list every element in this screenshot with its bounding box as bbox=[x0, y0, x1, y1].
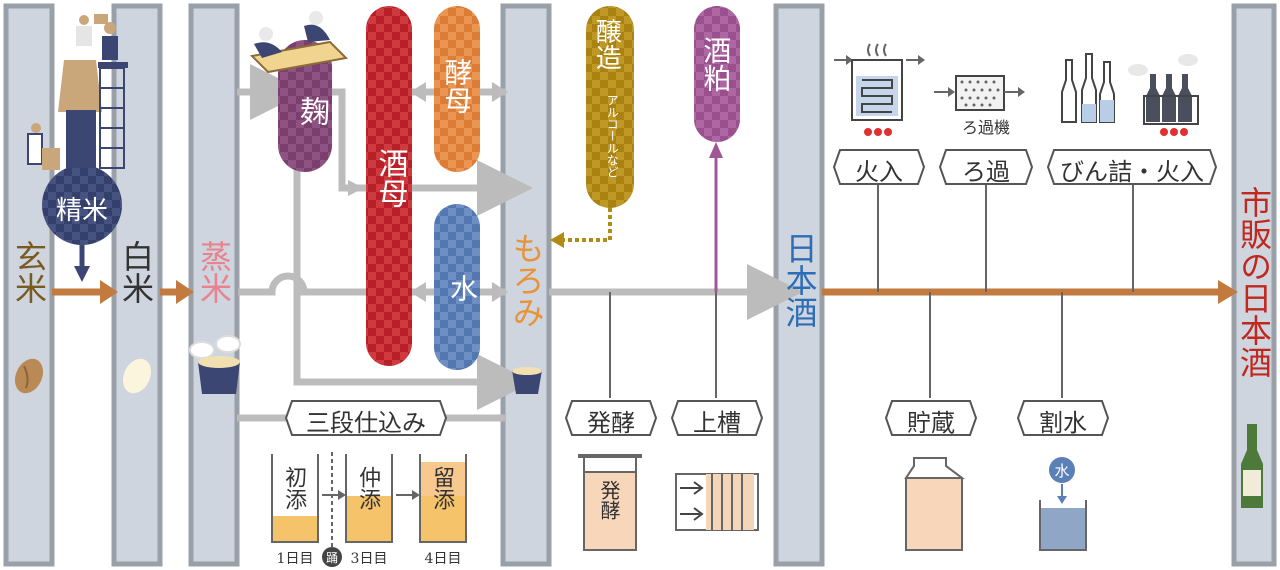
column-genmai-label: 玄米 bbox=[10, 240, 48, 304]
pillar-mushimai bbox=[188, 3, 240, 567]
roka-machine-icon bbox=[934, 75, 1025, 111]
label-hiire: 火入 bbox=[855, 158, 903, 186]
capsule-kobo bbox=[434, 6, 480, 172]
label-chozo: 貯蔵 bbox=[907, 409, 955, 437]
capsule-koji-label: 麹 bbox=[294, 96, 329, 126]
tank-nakazoe bbox=[345, 454, 393, 543]
tank-tomezoe-label: 留添 bbox=[429, 466, 455, 510]
tank-nakazoe-label: 仲添 bbox=[355, 466, 381, 510]
pillar-genmai bbox=[3, 3, 55, 567]
tank-day1-label: 1日目 bbox=[276, 551, 314, 567]
capsule-jozo bbox=[586, 6, 634, 208]
sakekasu-arrow bbox=[709, 142, 723, 292]
storage-tank-icon bbox=[904, 457, 965, 551]
warimizu-container-icon bbox=[1039, 457, 1087, 551]
seimai-circle bbox=[42, 165, 122, 245]
capsule-shubo bbox=[366, 6, 412, 366]
capsule-sakekasu bbox=[694, 6, 740, 142]
bottling-icon bbox=[1061, 53, 1199, 136]
label-binzume: びん詰・火入 bbox=[1060, 158, 1204, 186]
hakko-tank-label: 発酵 bbox=[597, 480, 621, 520]
hiire-heater-icon bbox=[834, 43, 925, 136]
column-nihonshu-label: 日本酒 bbox=[780, 232, 819, 328]
pipe-arrowheads bbox=[348, 82, 508, 302]
capsule-jozo-sublabel: アルコールなど bbox=[605, 94, 620, 178]
tank-tomezoe bbox=[419, 454, 467, 543]
column-mushimai-label: 蒸米 bbox=[195, 240, 233, 304]
main-flow bbox=[52, 280, 1238, 304]
rice-mill-illustration bbox=[27, 14, 128, 170]
final-sake-bottle-icon bbox=[1241, 424, 1263, 508]
tank-hatsuzoe bbox=[271, 454, 319, 543]
roka-machine-label: ろ過機 bbox=[961, 118, 1010, 137]
capsule-koji bbox=[278, 40, 332, 172]
warimizu-drop-label: 水 bbox=[1054, 462, 1070, 480]
tank-hatsuzoe-label: 初添 bbox=[281, 466, 307, 510]
label-warimizu: 割水 bbox=[1039, 409, 1087, 437]
steamed-rice-pot-icon bbox=[189, 335, 241, 394]
joso-press-icon bbox=[675, 473, 759, 531]
genmai-grain-icon bbox=[14, 358, 44, 394]
seimai-label: 精米 bbox=[55, 196, 108, 226]
label-hakko: 発酵 bbox=[587, 409, 635, 437]
tank-day4-label: 4日目 bbox=[424, 551, 462, 567]
hakumai-grain-icon bbox=[122, 358, 152, 394]
sandan-tanks bbox=[271, 452, 467, 567]
moromi-bucket-icon bbox=[512, 367, 542, 394]
pillar-hakumai bbox=[111, 3, 163, 567]
column-hakumai-label: 白米 bbox=[117, 240, 155, 304]
capsule-jozo-label: 醸造 bbox=[591, 18, 622, 70]
process-branches bbox=[609, 180, 1134, 398]
label-roka: ろ過 bbox=[962, 158, 1010, 186]
capsule-sakekasu-label: 酒粕 bbox=[699, 36, 733, 92]
pillar-moromi bbox=[500, 3, 552, 567]
hakko-tank-icon bbox=[578, 454, 642, 551]
capsule-mizu bbox=[434, 204, 480, 370]
capsule-mizu-label: 水 bbox=[446, 274, 479, 302]
label-joso: 上槽 bbox=[693, 409, 741, 437]
capsule-kobo-label: 酵母 bbox=[440, 58, 474, 114]
label-sandan: 三段仕込み bbox=[306, 409, 426, 437]
label-boxes bbox=[284, 149, 1218, 436]
tank-odori-label: 踊 bbox=[325, 551, 338, 565]
column-shihan-label: 市販の日本酒 bbox=[1235, 186, 1273, 378]
capsule-shubo-label: 酒母 bbox=[372, 148, 408, 208]
tank-day3-label: 3日目 bbox=[350, 551, 388, 567]
koji-making-illustration bbox=[249, 11, 349, 74]
column-moromi-label: もろみ bbox=[507, 232, 546, 328]
alcohol-dotted-arrow bbox=[550, 208, 612, 248]
